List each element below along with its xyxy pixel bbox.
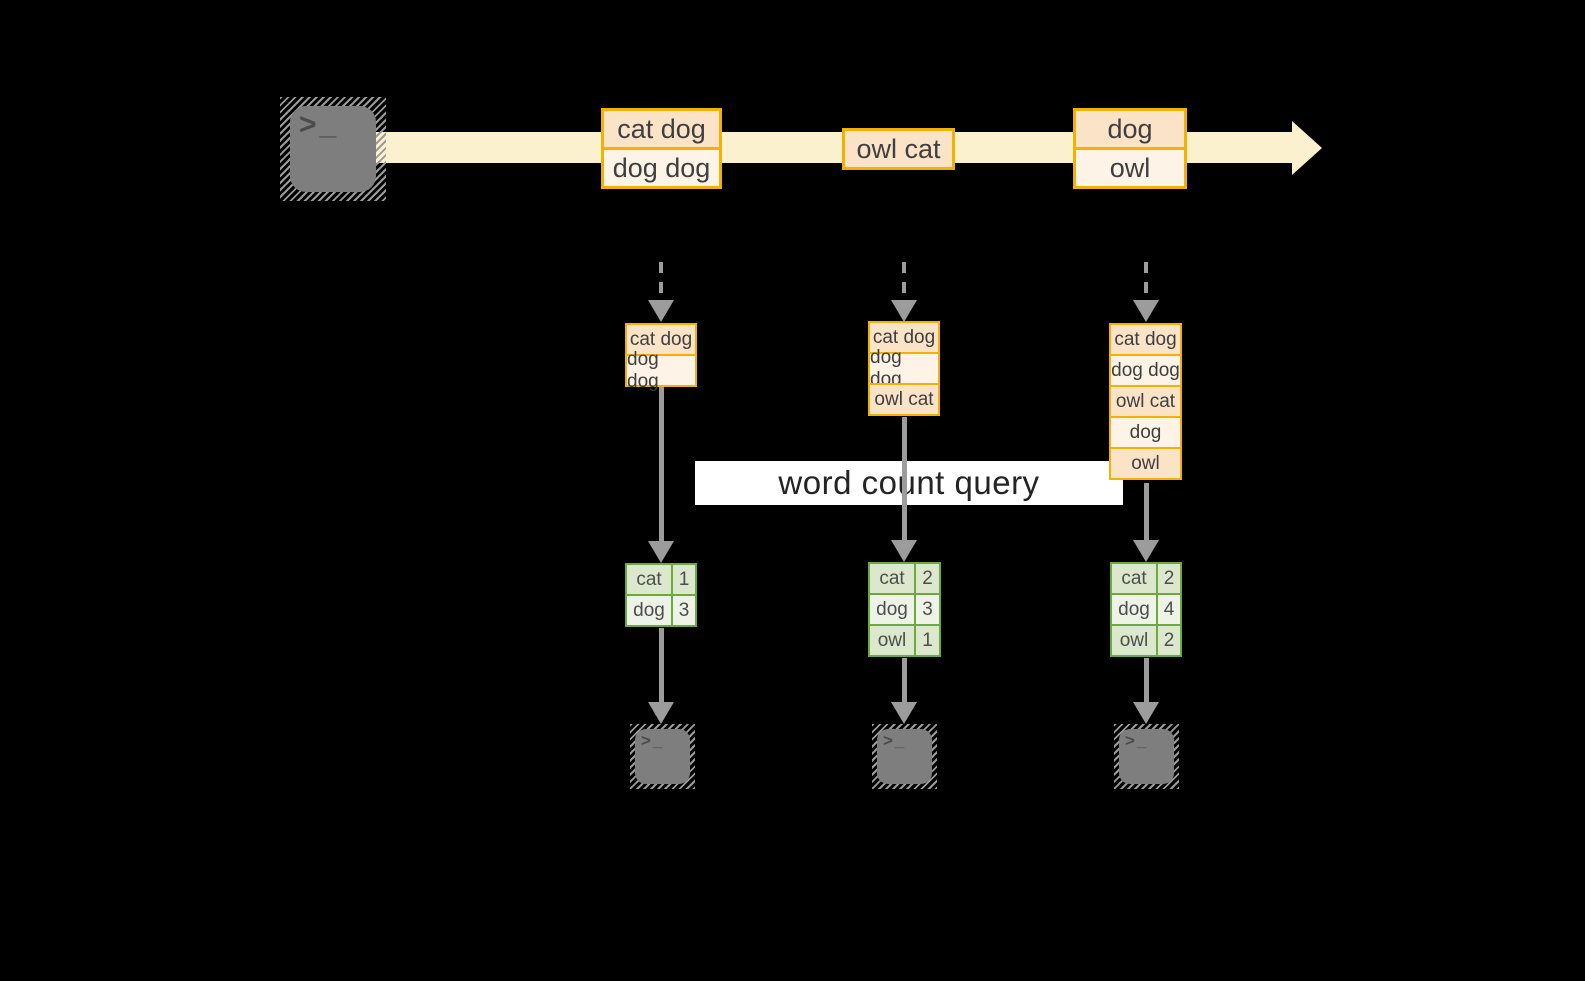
buffer-record: dog dog bbox=[627, 349, 695, 392]
terminal-icon-body: >_ bbox=[290, 106, 376, 192]
arrow-head bbox=[1133, 702, 1159, 724]
word-cell: cat bbox=[627, 565, 673, 594]
count-cell: 3 bbox=[916, 595, 939, 624]
buffer-record: owl cat bbox=[1111, 385, 1180, 416]
stream-record: cat dog bbox=[604, 111, 719, 147]
buffer-record: owl bbox=[1111, 447, 1180, 478]
terminal-prompt-glyph: >_ bbox=[299, 108, 340, 141]
buffer-record: cat dog bbox=[627, 325, 695, 354]
terminal-prompt-glyph: >_ bbox=[1125, 731, 1149, 750]
count-row: owl 2 bbox=[1112, 624, 1180, 655]
ingest-arrow-2 bbox=[891, 262, 917, 322]
buffer-record: dog bbox=[1111, 416, 1180, 447]
stream-batch-3: dog owl bbox=[1073, 108, 1187, 189]
arrow-head bbox=[1133, 540, 1159, 562]
consumer-terminal-icon-2: >_ bbox=[872, 724, 937, 789]
ingest-arrow-1 bbox=[648, 262, 674, 322]
stream-batch-1: cat dog dog dog bbox=[601, 108, 722, 189]
output-arrow-2 bbox=[891, 658, 917, 724]
stream-arrow-head bbox=[1292, 121, 1322, 175]
arrow-head bbox=[1133, 300, 1159, 322]
output-arrow-1 bbox=[648, 628, 674, 724]
terminal-icon-body: >_ bbox=[635, 729, 690, 784]
word-cell: dog bbox=[870, 595, 916, 624]
word-cell: dog bbox=[627, 596, 673, 625]
buffer-record: dog dog bbox=[1111, 354, 1180, 385]
count-cell: 3 bbox=[673, 596, 695, 625]
buffer-record: cat dog bbox=[870, 323, 938, 352]
count-row: dog 3 bbox=[627, 594, 695, 625]
output-arrow-3 bbox=[1133, 658, 1159, 724]
terminal-prompt-glyph: >_ bbox=[883, 731, 907, 750]
word-cell: owl bbox=[1112, 626, 1158, 655]
count-cell: 1 bbox=[916, 626, 939, 655]
count-row: dog 4 bbox=[1112, 593, 1180, 624]
count-cell: 4 bbox=[1158, 595, 1180, 624]
stream-record: owl cat bbox=[845, 131, 952, 167]
arrow-head bbox=[648, 541, 674, 563]
word-count-table-3: cat 2 dog 4 owl 2 bbox=[1110, 562, 1182, 657]
terminal-prompt-glyph: >_ bbox=[641, 731, 665, 750]
query-banner: word count query bbox=[695, 461, 1123, 505]
word-cell: dog bbox=[1112, 595, 1158, 624]
query-arrow-2 bbox=[891, 417, 917, 562]
count-row: cat 2 bbox=[870, 564, 939, 593]
count-cell: 2 bbox=[916, 564, 939, 593]
record-buffer-3: cat dog dog dog owl cat dog owl bbox=[1109, 323, 1182, 480]
count-cell: 2 bbox=[1158, 564, 1180, 593]
word-count-table-1: cat 1 dog 3 bbox=[625, 563, 697, 627]
word-count-table-2: cat 2 dog 3 owl 1 bbox=[868, 562, 941, 657]
terminal-icon-body: >_ bbox=[1119, 729, 1174, 784]
query-arrow-3 bbox=[1133, 483, 1159, 562]
word-cell: cat bbox=[870, 564, 916, 593]
count-cell: 1 bbox=[673, 565, 695, 594]
word-cell: owl bbox=[870, 626, 916, 655]
terminal-icon-body: >_ bbox=[877, 729, 932, 784]
consumer-terminal-icon-3: >_ bbox=[1114, 724, 1179, 789]
word-cell: cat bbox=[1112, 564, 1158, 593]
buffer-record: cat dog bbox=[1111, 325, 1180, 354]
count-row: cat 2 bbox=[1112, 564, 1180, 593]
ingest-arrow-3 bbox=[1133, 262, 1159, 322]
arrow-head bbox=[648, 702, 674, 724]
arrow-head bbox=[648, 300, 674, 322]
stream-record: dog bbox=[1076, 111, 1184, 147]
arrow-head bbox=[891, 702, 917, 724]
consumer-terminal-icon-1: >_ bbox=[630, 724, 695, 789]
buffer-record: owl cat bbox=[870, 383, 938, 414]
count-cell: 2 bbox=[1158, 626, 1180, 655]
query-banner-label: word count query bbox=[778, 464, 1040, 501]
count-row: cat 1 bbox=[627, 565, 695, 594]
buffer-record: dog dog bbox=[870, 347, 938, 390]
arrow-head bbox=[891, 540, 917, 562]
stream-record: owl bbox=[1076, 147, 1184, 186]
record-buffer-2: cat dog dog dog owl cat bbox=[868, 321, 940, 416]
stream-batch-2: owl cat bbox=[842, 128, 955, 170]
source-terminal-icon: >_ bbox=[280, 97, 386, 201]
stream-record: dog dog bbox=[604, 147, 719, 186]
count-row: owl 1 bbox=[870, 624, 939, 655]
query-arrow-1 bbox=[648, 387, 674, 563]
count-row: dog 3 bbox=[870, 593, 939, 624]
record-buffer-1: cat dog dog dog bbox=[625, 323, 697, 392]
arrow-head bbox=[891, 300, 917, 322]
